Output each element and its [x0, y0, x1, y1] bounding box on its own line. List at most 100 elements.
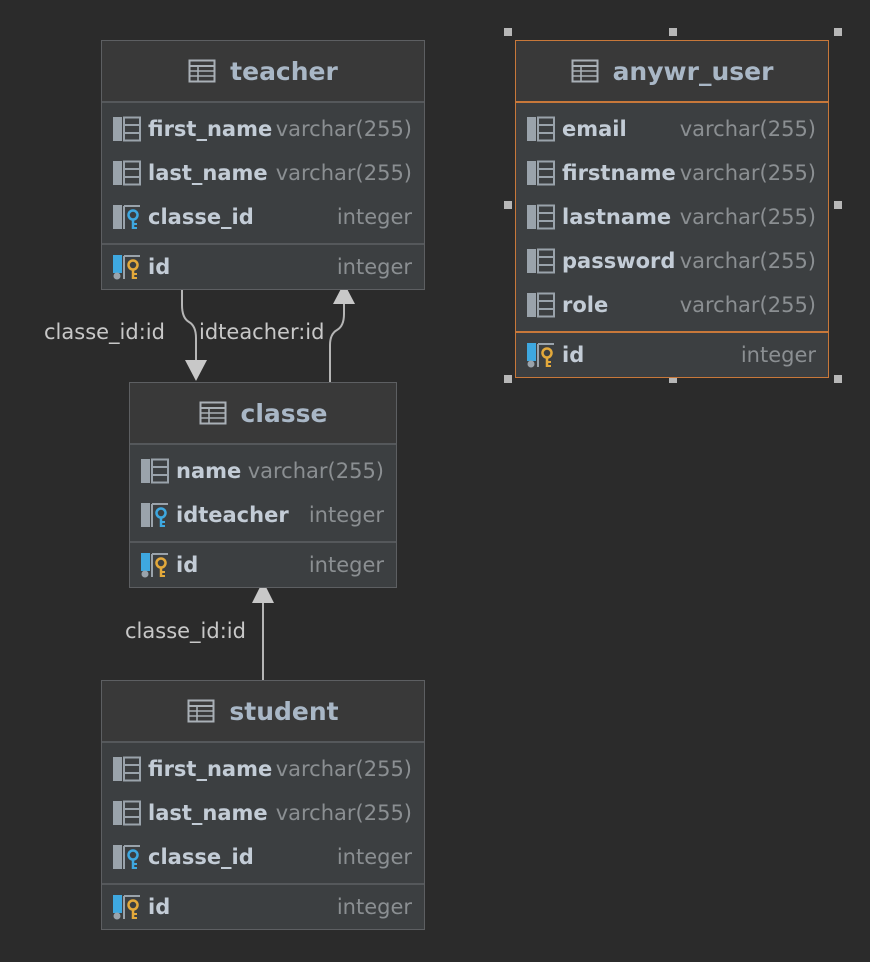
foreign-key-column-icon [112, 844, 142, 870]
column-icon [526, 204, 556, 230]
resize-handle[interactable] [669, 375, 677, 383]
connector-teacher-classe[interactable] [181, 283, 197, 360]
column-name: idteacher [176, 503, 289, 527]
column-type: integer [336, 895, 412, 919]
column-icon [112, 160, 142, 186]
column-row[interactable]: idteacher integer [130, 493, 396, 537]
table-header[interactable]: teacher [102, 41, 424, 103]
column-type: integer [308, 503, 384, 527]
primary-key-row[interactable]: id integer [130, 543, 396, 587]
column-name: password [562, 249, 676, 273]
column-type: integer [308, 553, 384, 577]
table-header[interactable]: anywr_user [516, 41, 828, 103]
column-name: name [176, 459, 242, 483]
resize-handle[interactable] [834, 375, 842, 383]
column-name: email [562, 117, 627, 141]
table-name: anywr_user [612, 56, 774, 86]
column-type: integer [336, 205, 412, 229]
column-type: varchar(255) [275, 757, 412, 781]
relation-label-student-classe: classe_id:id [125, 619, 246, 643]
column-type: varchar(255) [275, 801, 412, 825]
table-icon [199, 401, 227, 425]
primary-key-icon [526, 342, 556, 368]
column-row[interactable]: email varchar(255) [516, 107, 828, 151]
primary-key-row[interactable]: id integer [102, 885, 424, 929]
relation-label-teacher-classe: classe_id:id [44, 320, 165, 344]
connector-classe-teacher[interactable] [329, 303, 345, 382]
column-name: id [148, 255, 171, 279]
resize-handle[interactable] [504, 28, 512, 36]
column-name: role [562, 293, 609, 317]
column-icon [526, 292, 556, 318]
table-icon [571, 59, 599, 83]
resize-handle[interactable] [504, 375, 512, 383]
table-name: student [229, 696, 339, 726]
table-header[interactable]: student [102, 681, 424, 743]
column-icon [526, 116, 556, 142]
column-type: integer [336, 845, 412, 869]
foreign-key-column-icon [140, 502, 170, 528]
column-type: varchar(255) [679, 117, 816, 141]
primary-key-icon [112, 894, 142, 920]
primary-key-row[interactable]: id integer [102, 245, 424, 289]
foreign-key-column-icon [112, 204, 142, 230]
column-name: id [148, 895, 171, 919]
column-name: first_name [148, 117, 273, 141]
table-header[interactable]: classe [130, 383, 396, 445]
divider [102, 243, 424, 245]
table-name: teacher [230, 56, 338, 86]
column-icon [112, 756, 142, 782]
resize-handle[interactable] [834, 28, 842, 36]
arrowhead-teacher [333, 283, 355, 304]
column-icon [526, 160, 556, 186]
column-name: last_name [148, 161, 268, 185]
column-icon [112, 800, 142, 826]
column-icon [112, 116, 142, 142]
column-name: first_name [148, 757, 273, 781]
column-name: firstname [562, 161, 676, 185]
table-name: classe [240, 398, 328, 428]
column-row[interactable]: last_name varchar(255) [102, 791, 424, 835]
column-icon [526, 248, 556, 274]
column-name: lastname [562, 205, 672, 229]
table-icon [187, 699, 215, 723]
resize-handle[interactable] [834, 201, 842, 209]
arrowhead-classe-bottom [252, 581, 274, 603]
resize-handle[interactable] [504, 201, 512, 209]
column-type: integer [336, 255, 412, 279]
divider [516, 331, 828, 333]
column-name: id [176, 553, 199, 577]
resize-handle[interactable] [669, 28, 677, 36]
column-row[interactable]: role varchar(255) [516, 283, 828, 327]
column-row[interactable]: classe_id integer [102, 195, 424, 239]
column-type: integer [740, 343, 816, 367]
column-type: varchar(255) [679, 249, 816, 273]
arrowhead-classe [185, 360, 207, 381]
table-icon [188, 59, 216, 83]
divider [102, 883, 424, 885]
column-type: varchar(255) [679, 293, 816, 317]
column-name: last_name [148, 801, 268, 825]
primary-key-icon [112, 254, 142, 280]
column-name: classe_id [148, 205, 254, 229]
column-type: varchar(255) [679, 161, 816, 185]
divider [130, 541, 396, 543]
relation-label-classe-teacher: idteacher:id [199, 320, 325, 344]
